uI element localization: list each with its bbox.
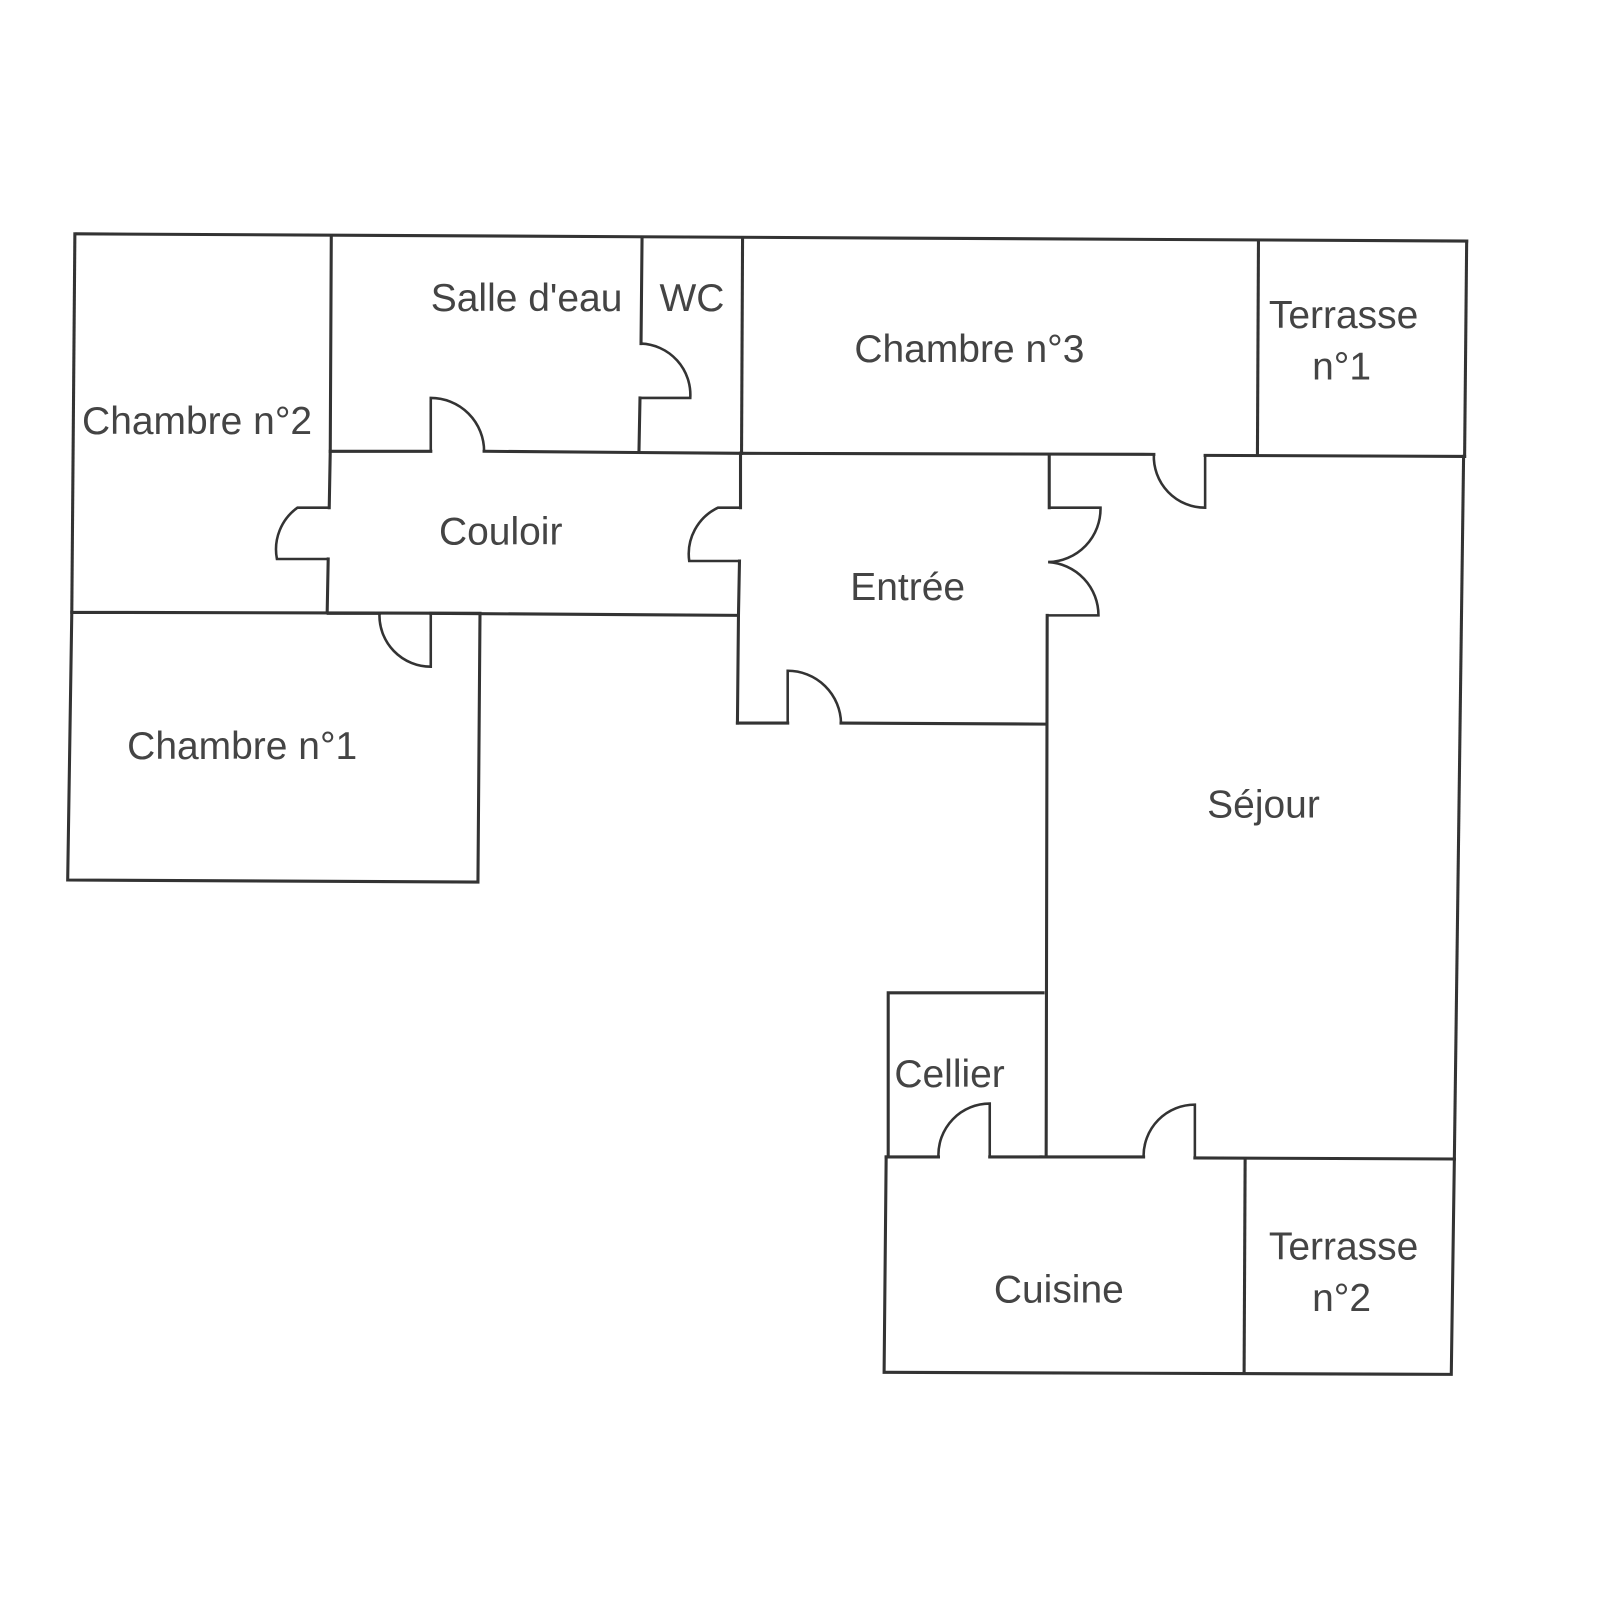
wall-entree-left	[735, 451, 743, 725]
door-sejour-1[interactable]	[1048, 506, 1102, 564]
room-labels: Chambre n°2 Salle d'eau WC Chambre n°3 T…	[82, 277, 1418, 1320]
wall-terrasse2-left	[1242, 1157, 1247, 1375]
label-couloir: Couloir	[439, 511, 562, 554]
wall-wc-right	[739, 236, 745, 455]
wall-right-terrasse1	[1463, 239, 1469, 458]
label-terrasse2: Terrasse	[1269, 1225, 1418, 1268]
label-terrasse2-number: n°2	[1312, 1277, 1371, 1320]
door-chambre2[interactable]	[274, 506, 330, 561]
wall-entree-right	[1044, 454, 1051, 1159]
wall-sejour-bottom	[1039, 1155, 1456, 1161]
label-wc: WC	[659, 277, 724, 320]
label-terrasse1-number: n°1	[1312, 345, 1371, 388]
wall-wc-left	[637, 236, 644, 453]
door-cuisine[interactable]	[1142, 1103, 1197, 1158]
wall-terrasse1-left	[1255, 239, 1261, 456]
label-entree: Entrée	[850, 566, 965, 609]
door-couloir-entree[interactable]	[687, 506, 741, 563]
wall-cellier	[886, 991, 1045, 1159]
wall-left-chambre2	[70, 232, 77, 614]
door-chambre3[interactable]	[1152, 454, 1207, 509]
wall-salle-deau-bottom	[328, 449, 743, 455]
door-sejour-2[interactable]	[1047, 560, 1100, 617]
label-salle-deau: Salle d'eau	[431, 277, 623, 320]
label-chambre2: Chambre n°2	[82, 400, 312, 443]
door-wc[interactable]	[640, 342, 692, 400]
wall-chambre3-bottom	[738, 451, 1467, 458]
label-chambre1: Chambre n°1	[127, 725, 357, 768]
walls	[66, 232, 1469, 1376]
label-cellier: Cellier	[894, 1053, 1004, 1096]
wall-cuisine	[882, 1155, 1456, 1376]
label-sejour: Séjour	[1207, 783, 1320, 826]
wall-chambre2-right	[325, 234, 333, 614]
doors	[274, 342, 1207, 1158]
door-chambre1[interactable]	[378, 613, 433, 668]
label-terrasse1: Terrasse	[1269, 294, 1418, 337]
door-cellier[interactable]	[937, 1102, 992, 1157]
door-entree-bottom[interactable]	[786, 669, 843, 724]
wall-entree-bottom	[735, 721, 1046, 726]
label-chambre3: Chambre n°3	[854, 328, 1084, 371]
door-salle-deau[interactable]	[429, 396, 486, 452]
wall-top	[75, 232, 1469, 243]
label-cuisine: Cuisine	[994, 1269, 1124, 1312]
wall-right-sejour	[1452, 454, 1466, 1161]
wall-chambre1	[66, 610, 482, 884]
